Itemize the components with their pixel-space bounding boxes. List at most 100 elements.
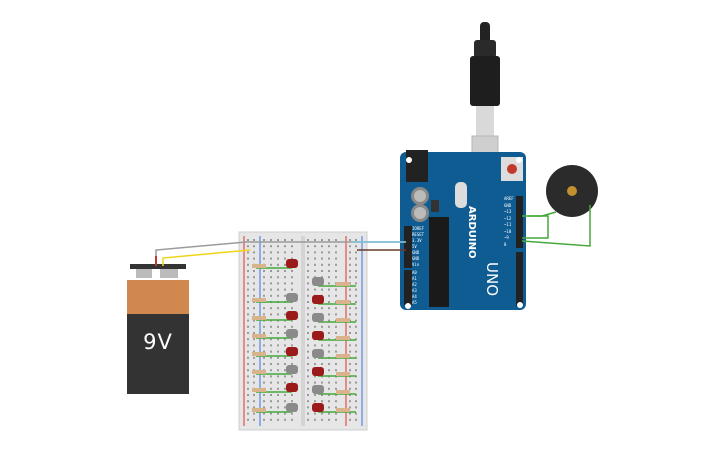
breadboard-hole (355, 387, 357, 390)
led (312, 331, 324, 340)
breadboard-hole (307, 356, 309, 359)
breadboard-hole (263, 325, 265, 328)
breadboard-hole (291, 257, 293, 260)
breadboard-hole (263, 381, 265, 384)
breadboard-hole (270, 263, 272, 266)
breadboard-hole (270, 288, 272, 291)
breadboard-hole (284, 288, 286, 291)
breadboard-hole (307, 294, 309, 297)
arduino-logo: ARDUINO (466, 206, 477, 259)
breadboard-hole (253, 363, 255, 365)
breadboard-hole (321, 412, 323, 415)
breadboard-hole (270, 363, 272, 365)
pin-label: 5V (412, 244, 417, 249)
breadboard-hole (355, 257, 357, 260)
breadboard-hole (284, 332, 286, 334)
pin-label: 3.3V (412, 238, 422, 243)
breadboard-hole (355, 239, 357, 241)
pin-label: GND (412, 250, 420, 255)
breadboard-hole (291, 338, 293, 341)
breadboard-hole (349, 294, 351, 297)
breadboard-hole (284, 387, 286, 390)
breadboard-hole (307, 282, 309, 285)
breadboard-hole (247, 270, 249, 272)
breadboard-hole (335, 251, 337, 254)
components (252, 259, 356, 413)
led (286, 329, 298, 338)
breadboard-hole (270, 251, 272, 254)
breadboard-hole (247, 356, 249, 359)
breadboard-hole (321, 245, 323, 248)
breadboard-hole (307, 381, 309, 384)
breadboard-hole (270, 394, 272, 396)
breadboard-hole (291, 282, 293, 285)
led (312, 295, 324, 304)
breadboard-hole (284, 270, 286, 272)
battery-terminal-cap (127, 280, 189, 314)
breadboard-hole (277, 307, 279, 310)
breadboard-hole (355, 332, 357, 334)
pin-label: A5 (412, 300, 417, 305)
breadboard-hole (307, 239, 309, 241)
breadboard-hole (355, 412, 357, 415)
breadboard-hole (307, 375, 309, 378)
breadboard-hole (270, 400, 272, 403)
breadboard-hole (314, 263, 316, 266)
breadboard-hole (349, 245, 351, 248)
breadboard-hole (335, 307, 337, 310)
breadboard-hole (335, 332, 337, 334)
led (312, 403, 324, 412)
breadboard-hole (270, 375, 272, 378)
breadboard-hole (307, 394, 309, 396)
breadboard-hole (270, 338, 272, 341)
resistor (252, 264, 266, 268)
breadboard-hole (270, 418, 272, 421)
breadboard-hole (355, 381, 357, 384)
breadboard-hole (247, 263, 249, 266)
breadboard-hole (321, 344, 323, 347)
breadboard-hole (328, 288, 330, 291)
breadboard-hole (284, 418, 286, 421)
breadboard-hole (253, 375, 255, 378)
breadboard-hole (247, 381, 249, 384)
breadboard-hole (263, 307, 265, 310)
breadboard-hole (314, 251, 316, 254)
breadboard-hole (284, 369, 286, 372)
led (286, 347, 298, 356)
breadboard-hole (263, 313, 265, 316)
breadboard-hole (263, 356, 265, 359)
breadboard-hole (270, 344, 272, 347)
breadboard-hole (284, 263, 286, 266)
breadboard-hole (291, 400, 293, 403)
breadboard-hole (277, 276, 279, 279)
breadboard-hole (277, 338, 279, 341)
battery-body (127, 314, 189, 394)
breadboard-hole (253, 325, 255, 328)
breadboard-hole (335, 418, 337, 421)
breadboard-hole (321, 263, 323, 266)
led (286, 365, 298, 374)
breadboard-hole (270, 387, 272, 390)
breadboard-hole (349, 313, 351, 316)
breadboard-hole (291, 344, 293, 347)
battery-9v (127, 264, 189, 394)
breadboard-hole (314, 363, 316, 365)
breadboard-hole (291, 394, 293, 396)
breadboard-hole (277, 294, 279, 297)
breadboard-hole (307, 270, 309, 272)
breadboard-hole (247, 406, 249, 409)
breadboard-hole (328, 369, 330, 372)
breadboard-hole (314, 400, 316, 403)
breadboard-hole (307, 307, 309, 310)
breadboard-hole (328, 387, 330, 390)
breadboard-hole (270, 307, 272, 310)
wires (155, 205, 591, 266)
piezo-buzzer (546, 165, 598, 217)
wire-buzzer-3 (528, 211, 557, 217)
breadboard-hole (328, 313, 330, 316)
breadboard-hole (328, 338, 330, 341)
resistor (336, 408, 350, 412)
breadboard-hole (284, 350, 286, 353)
breadboard-hole (247, 369, 249, 372)
